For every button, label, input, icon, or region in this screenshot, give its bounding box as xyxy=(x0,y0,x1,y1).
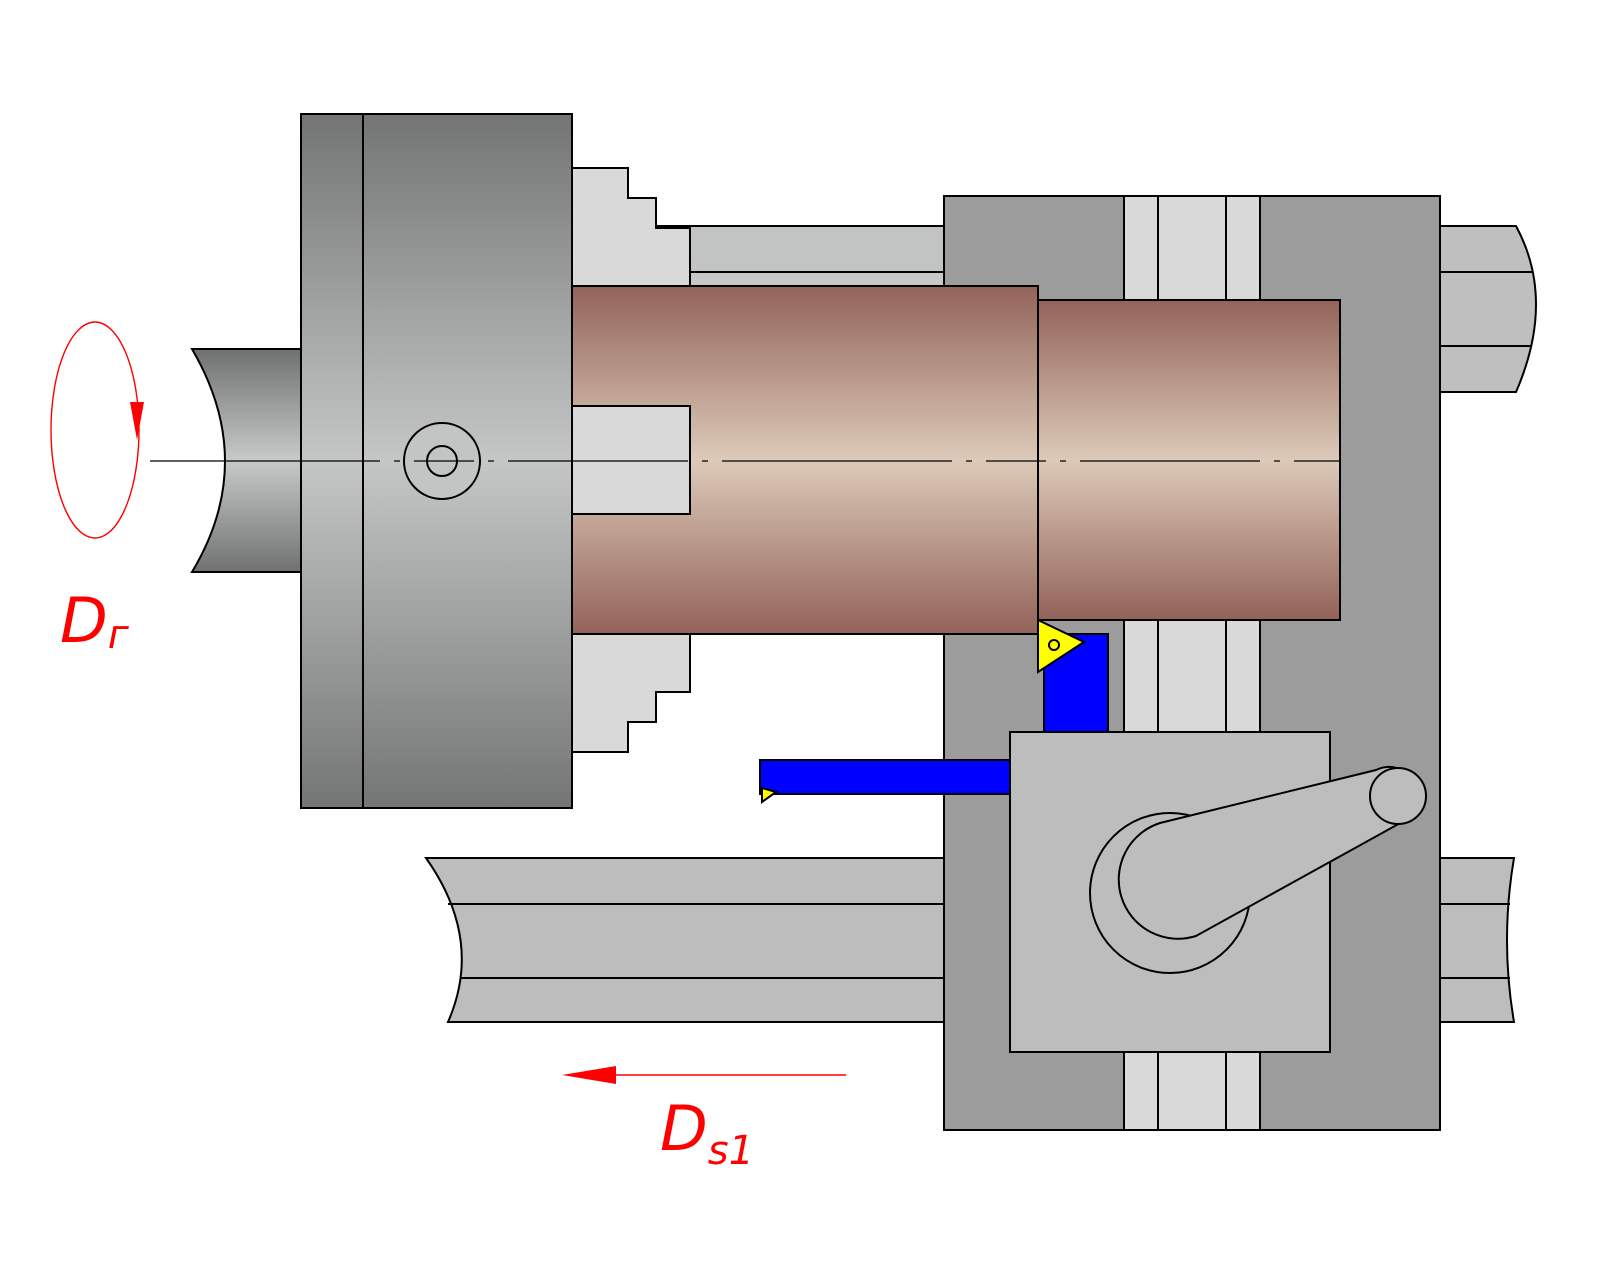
right-shaft-stub xyxy=(1439,225,1537,393)
upper-guide-rail xyxy=(639,225,951,289)
chuck-jaw-front xyxy=(571,405,691,515)
rotation-label: Dг xyxy=(60,584,130,658)
feed-label: Ds1 xyxy=(660,1092,754,1174)
tool-post-lever xyxy=(1089,765,1427,974)
workpiece-turned-section xyxy=(1037,299,1341,621)
feed-arrow xyxy=(562,1066,846,1084)
lever-knob xyxy=(1369,767,1427,825)
chuck-jaw-top xyxy=(571,167,691,291)
rotation-arrow xyxy=(50,321,144,539)
lathe-bed-rail xyxy=(424,857,1516,1023)
chuck-jaw-bottom xyxy=(571,631,691,753)
cutting-insert xyxy=(1037,618,1087,674)
cutting-tool-horizontal xyxy=(759,759,1011,804)
